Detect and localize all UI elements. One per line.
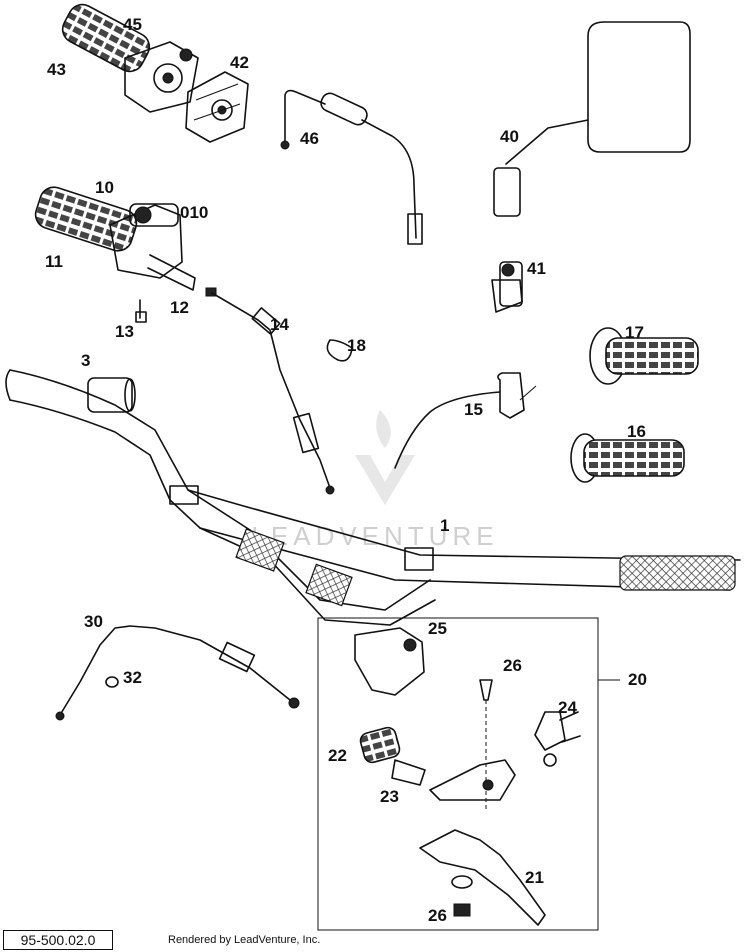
pivot-nut-bottom (451, 875, 473, 917)
cable-clip (326, 339, 353, 362)
callout-26-top: 26 (503, 656, 522, 675)
grip-left (589, 327, 699, 385)
callout-11: 11 (45, 252, 63, 271)
figure-code: 95-500.02.0 (3, 930, 113, 950)
clamp-bolts (534, 711, 581, 767)
mirror (493, 21, 691, 217)
lever-perch (429, 759, 516, 801)
handlebar (5, 369, 741, 626)
callout-43: 43 (47, 60, 66, 79)
callout-32: 32 (123, 668, 142, 687)
callout-17: 17 (625, 323, 644, 342)
callout-46: 46 (300, 129, 319, 148)
callout-26-bottom: 26 (428, 906, 447, 925)
grip-right (570, 433, 685, 483)
clutch-cable-small (205, 287, 335, 495)
clutch-cable (55, 625, 300, 721)
callout-1: 1 (440, 516, 449, 535)
callout-21: 21 (525, 868, 544, 887)
callout-45: 45 (123, 15, 142, 34)
callout-42: 42 (230, 53, 249, 72)
clutch-lever (419, 829, 546, 926)
cable-adjuster (359, 726, 426, 786)
kill-switch (394, 372, 537, 469)
render-credit: Rendered by LeadVenture, Inc. (168, 934, 321, 946)
perch-clamp (354, 627, 425, 696)
pivot-screw-top (479, 679, 493, 810)
callout-23: 23 (380, 787, 399, 806)
throttle-grip-assembly (61, 3, 199, 113)
callout-30: 30 (84, 612, 103, 631)
throttle-cover (185, 71, 249, 143)
callout-14: 14 (270, 315, 289, 334)
bar-pad-sleeve (87, 377, 136, 413)
mirror-clamp (491, 261, 523, 313)
watermark-text: LEADVENTURE (251, 521, 498, 551)
callout-25: 25 (428, 619, 447, 638)
callout-13: 13 (115, 322, 134, 341)
callout-010: 010 (180, 203, 208, 222)
callout-15: 15 (464, 400, 483, 419)
lever-assembly-frame (317, 617, 620, 931)
callout-24: 24 (558, 698, 577, 717)
callout-16: 16 (627, 422, 646, 441)
switch-grip-assembly (34, 186, 196, 323)
callout-18: 18 (347, 336, 366, 355)
callout-41: 41 (527, 259, 546, 278)
callout-12: 12 (170, 298, 189, 317)
callout-3: 3 (81, 351, 90, 370)
callout-20: 20 (628, 670, 647, 689)
callout-22: 22 (328, 746, 347, 765)
callout-10: 10 (95, 178, 114, 197)
callout-40: 40 (500, 127, 519, 146)
throttle-cable (280, 89, 423, 245)
cable-end-nut (105, 676, 119, 688)
watermark-logo-icon (355, 410, 415, 505)
